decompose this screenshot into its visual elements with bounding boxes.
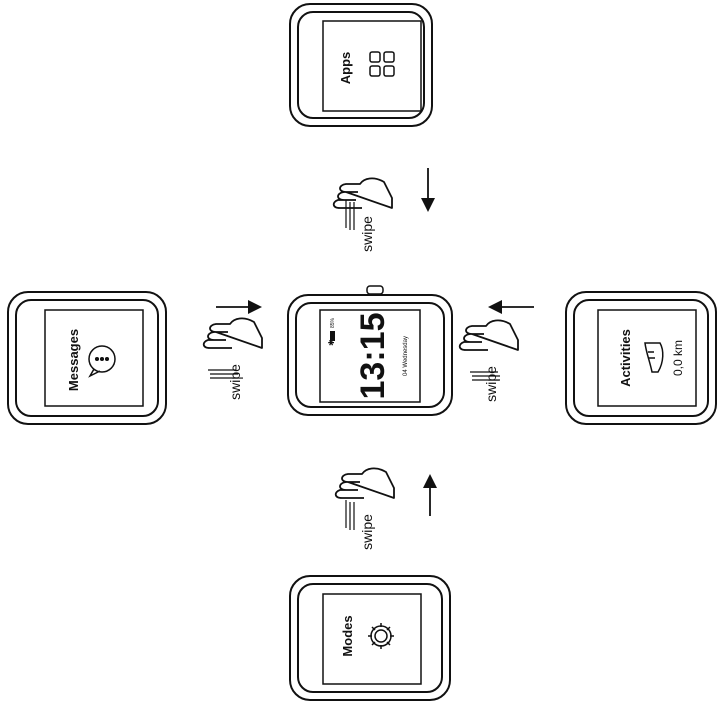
- arrow-down-icon: [421, 168, 435, 212]
- swipe-up-label: swipe: [359, 514, 375, 550]
- swipe-down-gesture: swipe: [332, 168, 435, 252]
- bluetooth-icon: ✱: [327, 339, 336, 346]
- home-watch: ✱ 85% 13:15 04 Wednesday: [287, 285, 453, 416]
- status-bar: ✱ 85%: [327, 317, 336, 346]
- swipe-left-label: swipe: [483, 366, 499, 402]
- messages-watch: Messages: [7, 291, 167, 425]
- modes-label: Modes: [340, 615, 355, 656]
- gear-icon: [368, 623, 394, 649]
- swipe-up-gesture: swipe: [334, 467, 437, 550]
- clock-date: 04 Wednesday: [403, 336, 409, 376]
- battery-level: 85%: [330, 317, 336, 328]
- activities-distance: 0,0 km: [671, 340, 685, 376]
- apps-watch: Apps: [289, 3, 433, 127]
- swipe-down-label: swipe: [359, 216, 375, 252]
- modes-watch: Modes: [289, 575, 451, 701]
- arrow-right-icon: [216, 300, 262, 314]
- clock-time: 13:15: [354, 313, 392, 400]
- messages-label: Messages: [66, 329, 81, 391]
- swipe-right-gesture: swipe: [202, 300, 263, 400]
- apps-label: Apps: [338, 52, 353, 85]
- crown-button: [366, 285, 384, 295]
- chat-bubble-icon: [88, 345, 116, 378]
- activities-label: Activities: [618, 329, 633, 387]
- battery-icon: [330, 331, 335, 341]
- activities-watch: Activities 0,0 km: [565, 291, 717, 425]
- arrow-up-icon: [423, 474, 437, 516]
- arrow-left-icon: [488, 300, 534, 314]
- apps-grid-icon: [369, 51, 395, 77]
- swipe-right-label: swipe: [227, 364, 243, 400]
- running-shoe-icon: [644, 342, 664, 373]
- swipe-left-gesture: swipe: [458, 300, 534, 402]
